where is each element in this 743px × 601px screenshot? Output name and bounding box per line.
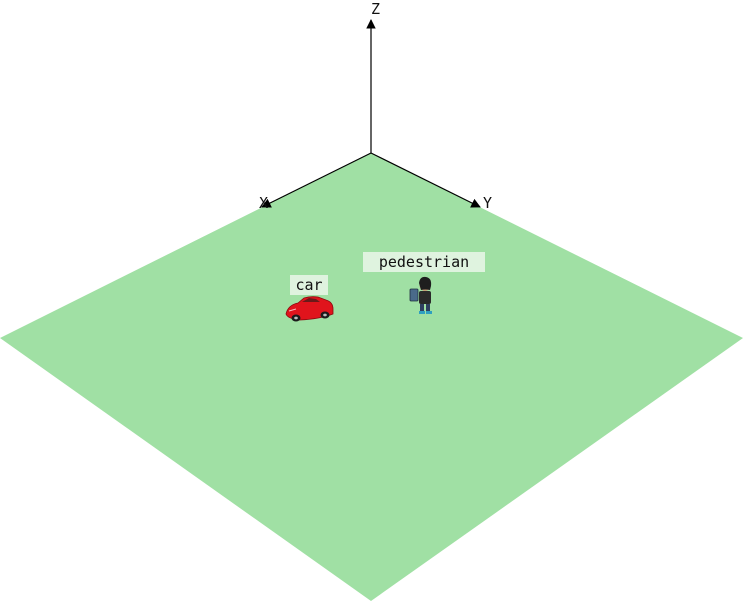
ground-plane	[0, 153, 743, 601]
y-axis-label: Y	[483, 194, 492, 212]
z-axis-label: Z	[371, 0, 380, 18]
y-axis-line	[370, 152, 481, 208]
x-axis-label: X	[259, 194, 268, 212]
red-convertible-car-icon	[285, 296, 334, 322]
person-with-tablet-icon	[409, 276, 432, 314]
pedestrian-label: pedestrian	[379, 253, 469, 271]
axes-gizmo: Z X Y	[259, 0, 492, 212]
x-axis-line	[261, 152, 372, 208]
car-label-background	[290, 275, 328, 295]
pedestrian-label-background	[363, 252, 485, 272]
car-object[interactable]: car	[285, 275, 334, 322]
car-label: car	[295, 276, 322, 294]
pedestrian-object[interactable]: pedestrian	[363, 252, 485, 314]
